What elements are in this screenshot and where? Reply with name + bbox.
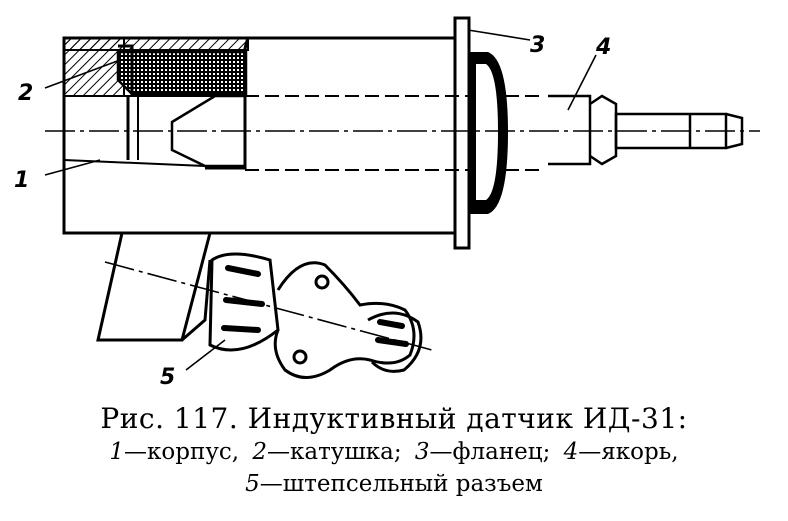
callout-1: 1 bbox=[14, 168, 29, 193]
connector-axis bbox=[104, 261, 433, 351]
callout-3: 3 bbox=[530, 33, 545, 58]
legend-text-2: —катушка; bbox=[267, 439, 402, 465]
coil-former bbox=[118, 44, 134, 96]
plug-connector bbox=[96, 232, 423, 379]
legend-text-3: —фланец; bbox=[429, 439, 551, 465]
callout-2: 2 bbox=[18, 81, 33, 106]
coil-winding bbox=[116, 50, 248, 96]
figure-caption: Рис. 117. Индуктивный датчик ИД-31: 1—ко… bbox=[0, 402, 788, 500]
caption-legend-line-2: 5—штепсельный разъем bbox=[0, 468, 788, 500]
legend-num-5: 5 bbox=[245, 471, 260, 497]
sensor-drawing: 2 1 3 4 5 bbox=[14, 16, 760, 390]
legend-num-2: 2 bbox=[252, 439, 267, 465]
flange-boss-inner bbox=[476, 64, 498, 200]
caption-legend-line-1: 1—корпус, 2—катушка; 3—фланец; 4—якорь, bbox=[0, 436, 788, 468]
callout-5: 5 bbox=[160, 365, 175, 390]
legend-text-5: —штепсельный разъем bbox=[259, 471, 543, 497]
leader-lines bbox=[44, 29, 597, 371]
callout-4: 4 bbox=[595, 35, 611, 60]
legend-num-4: 4 bbox=[563, 439, 579, 465]
housing-end-hatched bbox=[63, 37, 125, 97]
legend-text-1: —корпус, bbox=[124, 439, 240, 465]
legend-num-3: 3 bbox=[414, 439, 430, 465]
caption-title: Рис. 117. Индуктивный датчик ИД-31: bbox=[100, 402, 688, 435]
legend-num-1: 1 bbox=[109, 439, 125, 465]
inner-bore-bottom bbox=[63, 159, 206, 167]
legend-text-4: —якорь, bbox=[578, 439, 679, 465]
flange bbox=[453, 16, 471, 250]
armature-rod bbox=[548, 94, 744, 166]
